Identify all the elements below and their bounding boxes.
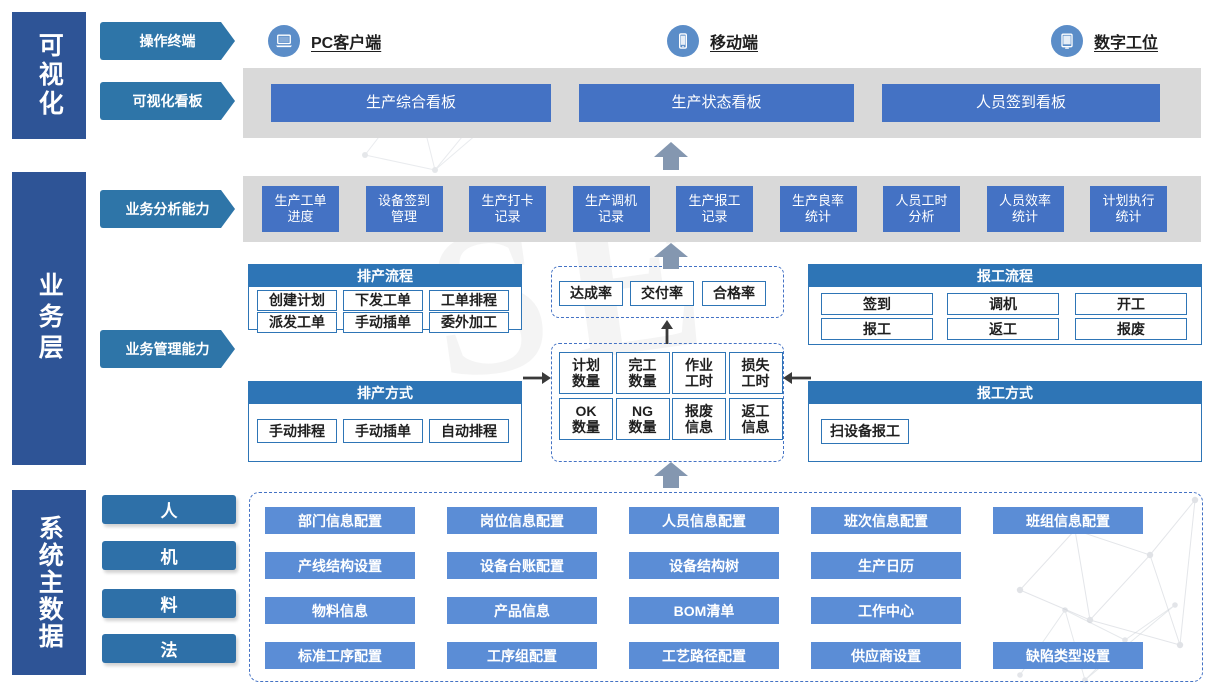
- master-item-r3-c1[interactable]: 工序组配置: [447, 642, 597, 669]
- cell-report-4[interactable]: 返工: [947, 318, 1059, 340]
- cell-scheduling-4[interactable]: 手动插单: [343, 312, 423, 333]
- terminal-label: 移动端: [710, 35, 759, 52]
- cell-scheduling-5[interactable]: 委外加工: [429, 312, 509, 333]
- cell-report-3[interactable]: 报工: [821, 318, 933, 340]
- master-item-r1-c0[interactable]: 产线结构设置: [265, 552, 415, 579]
- cell-scheduling-3[interactable]: 派发工单: [257, 312, 337, 333]
- panel-title: 报工流程: [809, 265, 1201, 287]
- kpi-main-3[interactable]: 损失工时: [728, 352, 783, 394]
- panel-scheduling-mode: 排产方式 手动排程 手动插单 自动排程: [248, 381, 522, 462]
- cell-report-5[interactable]: 报废: [1075, 318, 1187, 340]
- chip-operation-terminal[interactable]: 操作终端: [100, 22, 235, 60]
- analysis-item-7[interactable]: 人员效率统计: [986, 186, 1064, 232]
- analysis-item-5[interactable]: 生产良率统计: [779, 186, 857, 232]
- kpi-main-6[interactable]: 报废信息: [672, 398, 726, 440]
- panel-body: 扫设备报工: [809, 404, 1201, 461]
- master-category-0[interactable]: 人: [102, 495, 236, 524]
- chip-visual-board[interactable]: 可视化看板: [100, 82, 235, 120]
- master-category-1[interactable]: 机: [102, 541, 236, 570]
- arrow-left-to-kpi: [783, 372, 811, 384]
- master-item-r0-c0[interactable]: 部门信息配置: [265, 507, 415, 534]
- master-item-r0-c4[interactable]: 班组信息配置: [993, 507, 1143, 534]
- analysis-item-0[interactable]: 生产工单进度: [262, 186, 339, 232]
- cell-report-0[interactable]: 签到: [821, 293, 933, 315]
- layer-label-visualization: 可视化: [12, 12, 86, 139]
- analysis-item-8[interactable]: 计划执行统计: [1090, 186, 1167, 232]
- master-item-r3-c3[interactable]: 供应商设置: [811, 642, 961, 669]
- kpi-main-7[interactable]: 返工信息: [728, 398, 783, 440]
- board-button-1[interactable]: 生产状态看板: [579, 84, 854, 122]
- analysis-item-6[interactable]: 人员工时分析: [883, 186, 960, 232]
- arrow-up-to-business: [654, 462, 688, 488]
- cell-scheduling-2[interactable]: 工单排程: [429, 290, 509, 311]
- cell-report-1[interactable]: 调机: [947, 293, 1059, 315]
- analysis-item-4[interactable]: 生产报工记录: [676, 186, 753, 232]
- cell-report-mode-0[interactable]: 扫设备报工: [821, 419, 909, 444]
- master-item-r2-c0[interactable]: 物料信息: [265, 597, 415, 624]
- kpi-top-2[interactable]: 合格率: [702, 281, 766, 306]
- terminal-label: PC客户端: [311, 35, 382, 52]
- analysis-item-1[interactable]: 设备签到管理: [365, 186, 443, 232]
- kpi-main-0[interactable]: 计划数量: [559, 352, 613, 394]
- cell-mode-1[interactable]: 手动插单: [343, 419, 423, 443]
- terminal-mobile[interactable]: 移动端: [667, 25, 758, 57]
- analysis-item-2[interactable]: 生产打卡记录: [469, 186, 546, 232]
- master-data-container: [249, 492, 1203, 682]
- tablet-icon: [1051, 25, 1083, 57]
- panel-title: 排产方式: [249, 382, 521, 404]
- master-item-r3-c0[interactable]: 标准工序配置: [265, 642, 415, 669]
- cell-scheduling-0[interactable]: 创建计划: [257, 290, 337, 311]
- terminal-label: 数字工位: [1094, 35, 1159, 52]
- terminal-digital-station[interactable]: 数字工位: [1051, 25, 1158, 57]
- master-item-r3-c4[interactable]: 缺陷类型设置: [993, 642, 1143, 669]
- cell-scheduling-1[interactable]: 下发工单: [343, 290, 423, 311]
- arrow-up-to-visualization: [654, 142, 688, 170]
- cell-report-2[interactable]: 开工: [1075, 293, 1187, 315]
- panel-title: 排产流程: [249, 265, 521, 287]
- laptop-icon: [268, 25, 300, 57]
- panel-body: 签到 调机 开工 报工 返工 报废: [809, 287, 1201, 344]
- panel-title: 报工方式: [809, 382, 1201, 404]
- panel-report-mode: 报工方式 扫设备报工: [808, 381, 1202, 462]
- master-category-2[interactable]: 料: [102, 589, 236, 618]
- kpi-main-1[interactable]: 完工数量: [615, 352, 670, 394]
- master-item-r0-c1[interactable]: 岗位信息配置: [447, 507, 597, 534]
- panel-scheduling-flow: 排产流程 创建计划 下发工单 工单排程 派发工单 手动插单 委外加工: [248, 264, 522, 333]
- master-item-r2-c2[interactable]: BOM清单: [629, 597, 779, 624]
- board-button-0[interactable]: 生产综合看板: [271, 84, 551, 122]
- panel-body: 手动排程 手动插单 自动排程: [249, 404, 521, 461]
- master-item-r0-c3[interactable]: 班次信息配置: [811, 507, 961, 534]
- kpi-top-1[interactable]: 交付率: [630, 281, 694, 306]
- layer-label-business: 业务层: [12, 172, 86, 465]
- master-category-3[interactable]: 法: [102, 634, 236, 663]
- arrow-up-to-analysis: [654, 243, 688, 269]
- analysis-item-3[interactable]: 生产调机记录: [572, 186, 650, 232]
- arrow-right-to-kpi: [523, 372, 551, 384]
- terminal-pc[interactable]: PC客户端: [268, 25, 381, 57]
- kpi-main-2[interactable]: 作业工时: [672, 352, 726, 394]
- cell-mode-2[interactable]: 自动排程: [429, 419, 509, 443]
- master-item-r3-c2[interactable]: 工艺路径配置: [629, 642, 779, 669]
- master-item-r2-c1[interactable]: 产品信息: [447, 597, 597, 624]
- layer-label-master-data: 系统主数据: [12, 490, 86, 675]
- board-button-2[interactable]: 人员签到看板: [882, 84, 1160, 122]
- cell-mode-0[interactable]: 手动排程: [257, 419, 337, 443]
- panel-report-flow: 报工流程 签到 调机 开工 报工 返工 报废: [808, 264, 1202, 345]
- mobile-phone-icon: [667, 25, 699, 57]
- master-item-r1-c3[interactable]: 生产日历: [811, 552, 961, 579]
- master-item-r0-c2[interactable]: 人员信息配置: [629, 507, 779, 534]
- master-item-r1-c1[interactable]: 设备台账配置: [447, 552, 597, 579]
- arrow-up-kpi: [661, 320, 673, 344]
- chip-business-management[interactable]: 业务管理能力: [100, 330, 235, 368]
- chip-business-analysis[interactable]: 业务分析能力: [100, 190, 235, 228]
- master-item-r1-c2[interactable]: 设备结构树: [629, 552, 779, 579]
- panel-body: 创建计划 下发工单 工单排程 派发工单 手动插单 委外加工: [249, 287, 521, 333]
- kpi-top-0[interactable]: 达成率: [559, 281, 623, 306]
- master-item-r2-c3[interactable]: 工作中心: [811, 597, 961, 624]
